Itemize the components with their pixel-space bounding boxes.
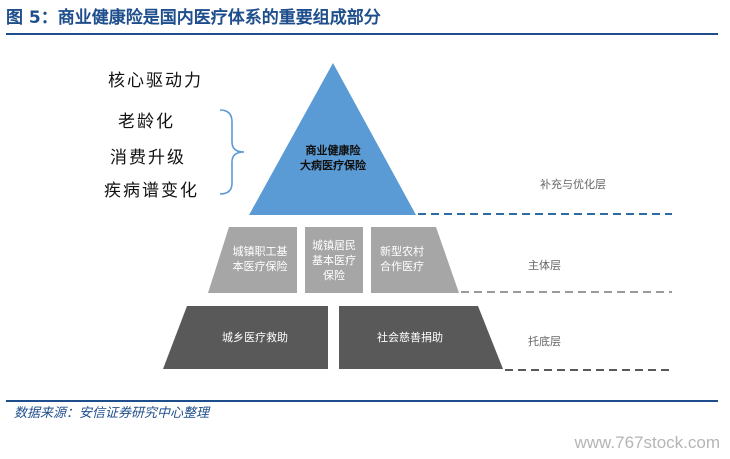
watermark: www.767stock.com: [574, 433, 721, 452]
middle-box-3-text: 新型农村 合作医疗: [380, 245, 424, 273]
top-layer-label: 补充与优化层: [540, 178, 606, 191]
middle-box-2-text: 城镇居民 基本医疗 保险: [312, 238, 356, 282]
bottom-box-1-text: 城乡医疗救助: [222, 330, 288, 344]
middle-box-3: [371, 227, 459, 293]
middle-box-1-text: 城镇职工基 本医疗保险: [232, 245, 288, 273]
driver-item: 疾病谱变化: [104, 181, 199, 201]
title-rule: [6, 33, 718, 35]
top-layer-triangle: [249, 63, 416, 215]
middle-layer-label: 主体层: [528, 259, 561, 272]
top-layer-text: 商业健康险 大病医疗保险: [300, 144, 366, 172]
drivers-heading: 核心驱动力: [108, 71, 203, 91]
middle-box-1: [208, 227, 297, 293]
bottom-box-1: [163, 306, 328, 369]
figure-title: 图 5：商业健康险是国内医疗体系的重要组成部分: [6, 8, 381, 28]
driver-item: 消费升级: [110, 148, 186, 168]
bottom-box-2-text: 社会慈善捐助: [377, 330, 443, 344]
bottom-layer-label: 托底层: [528, 335, 561, 348]
brace: [219, 109, 245, 195]
middle-box-2: [305, 227, 363, 293]
source-note: 数据来源：安信证券研究中心整理: [14, 406, 210, 421]
driver-item: 老龄化: [118, 112, 175, 132]
bottom-box-2: [339, 306, 503, 369]
source-rule: [6, 400, 718, 402]
